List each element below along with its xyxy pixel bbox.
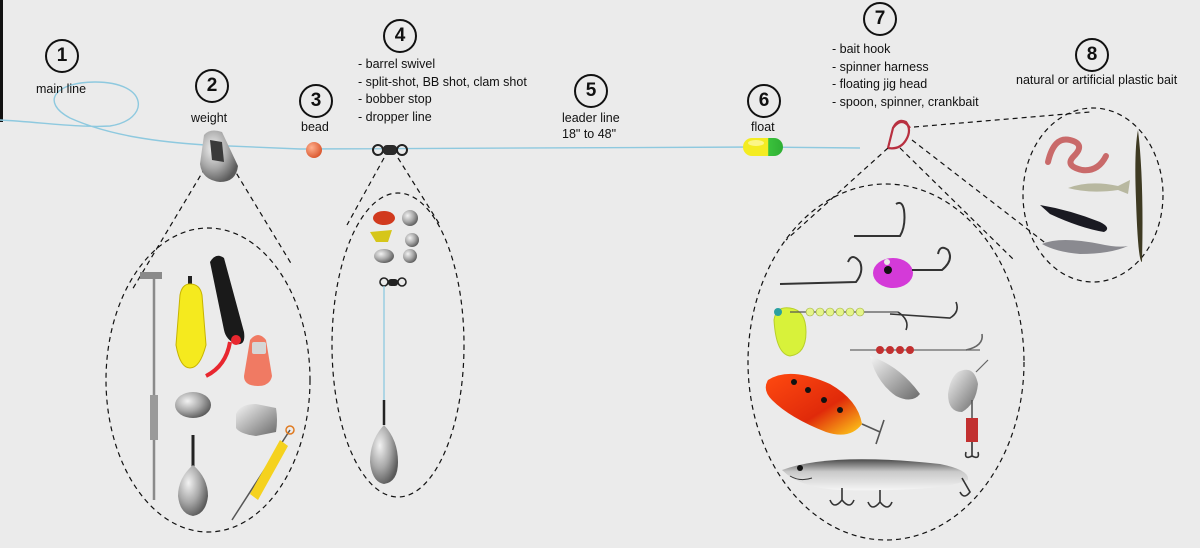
dropper-line-icon: [370, 277, 407, 484]
list-item: - spoon, spinner, crankbait: [832, 94, 979, 109]
bullet-sinker-icon: [236, 404, 277, 436]
step-number-6: 6: [747, 84, 781, 118]
egg-sinker-icon: [175, 392, 211, 418]
split-shot-icon: [402, 210, 418, 226]
main-line-label: main line: [36, 82, 87, 96]
walking-sinker-icon: [140, 272, 162, 500]
step-number-4: 4: [383, 19, 417, 53]
bb-shot-icon: [405, 233, 419, 247]
float-icon: [743, 138, 783, 156]
bait-options: [1040, 130, 1143, 262]
step-number-8: 8: [1075, 38, 1109, 72]
barrel-swivel-icon: [372, 144, 408, 156]
round-shot-icon: [403, 249, 417, 263]
terminal-tackle-options: [370, 210, 419, 484]
minnow-icon: [1068, 180, 1130, 194]
leader-line-label: leader line: [562, 111, 620, 125]
hook-lure-callout: [747, 183, 1025, 541]
step-number-5: 5: [574, 74, 608, 108]
leader-length-label: 18" to 48": [562, 127, 617, 141]
bait-hook-icon: [854, 201, 906, 237]
list-item: - split-shot, BB shot, clam shot: [358, 74, 527, 89]
bait-callout: [1022, 107, 1164, 283]
weight-options: [140, 255, 295, 521]
sliding-sinker-icon: [200, 130, 238, 182]
slip-float-icon: [205, 255, 245, 378]
list-item: - dropper line: [358, 109, 432, 124]
long-shank-hook-icon: [779, 256, 863, 285]
worm-icon: [1045, 136, 1109, 174]
list-item: - spinner harness: [832, 59, 929, 74]
list-item: - bobber stop: [358, 92, 432, 106]
plastic-leech-icon: [1040, 205, 1108, 232]
step-number-3: 3: [299, 84, 333, 118]
soft-plastic-minnow-icon: [1042, 240, 1128, 254]
list-item: - barrel swivel: [358, 57, 436, 71]
float-label: float: [751, 120, 775, 134]
bead-label: bead: [301, 120, 329, 134]
red-split-shot-icon: [373, 211, 395, 225]
fishing-line: [0, 81, 861, 150]
weight-options-callout: [105, 227, 311, 533]
bead-icon: [306, 142, 322, 158]
floating-jig-head-icon: [873, 246, 951, 288]
hook-lure-options: [765, 201, 989, 508]
bottom-bouncer-icon: [231, 425, 295, 521]
bobber-stop-icon: [370, 230, 392, 242]
hook-lure-list: - bait hook - spinner harness - floating…: [832, 41, 979, 111]
plastic-worm-icon: [1135, 130, 1143, 262]
inline-spinner-icon: [850, 333, 983, 400]
crankbait-icon: [782, 459, 971, 508]
step-number-2: 2: [195, 69, 229, 103]
bait-label: natural or artificial plastic bait: [1016, 73, 1178, 87]
step-number-7: 7: [863, 2, 897, 36]
bell-sinker-icon: [178, 435, 208, 516]
yellow-foam-float-icon: [175, 276, 207, 369]
terminal-tackle-callout: [331, 192, 465, 498]
left-edge-bar: [0, 0, 3, 122]
callout-connectors: [105, 107, 1164, 541]
list-item: - floating jig head: [832, 77, 928, 91]
rubber-core-sinker-icon: [244, 335, 272, 386]
list-item: - bait hook: [832, 42, 891, 56]
terminal-tackle-list: - barrel swivel - split-shot, BB shot, c…: [358, 56, 527, 126]
hook-icon: [886, 119, 911, 150]
spinner-harness-icon: [773, 301, 958, 357]
step-number-1: 1: [45, 39, 79, 73]
weight-label: weight: [191, 111, 228, 125]
spinner-icon: [948, 359, 989, 459]
red-spoon-icon: [765, 373, 885, 445]
clam-shot-icon: [374, 249, 394, 263]
